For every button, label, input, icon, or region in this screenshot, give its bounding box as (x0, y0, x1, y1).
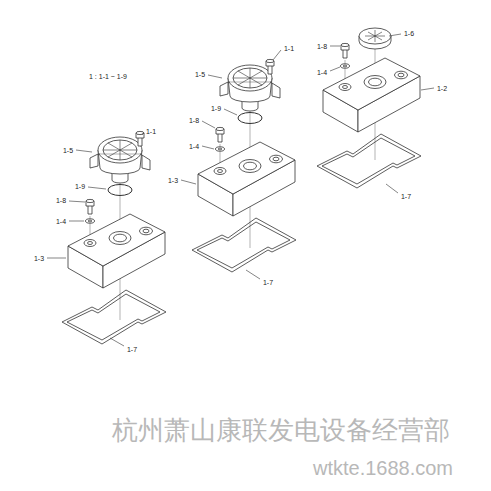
callout-number: 1-8 (317, 43, 327, 50)
callout-number: 1-5 (195, 71, 205, 78)
callout-number: 1-7 (263, 279, 273, 286)
callout-number: 1-3 (168, 177, 178, 184)
scale-note: 1 : 1-1 ~ 1-9 (89, 73, 127, 80)
callout-number: 1-6 (404, 30, 414, 37)
callout-number: 1-8 (189, 117, 199, 124)
callout-number: 1-1 (146, 128, 156, 135)
watermark: wtkte.1688.com (313, 458, 453, 478)
callout-number: 1-7 (127, 346, 137, 353)
callout-number: 1-1 (284, 45, 294, 52)
callout-number: 1-7 (401, 193, 411, 200)
callout-number: 1-9 (75, 183, 85, 190)
callout-number: 1-8 (56, 197, 66, 204)
callout-number: 1-5 (63, 147, 73, 154)
callout-number: 1-3 (34, 255, 44, 262)
callout-number: 1-4 (189, 143, 199, 150)
callout-number: 1-4 (317, 69, 327, 76)
callout-number: 1-2 (437, 85, 447, 92)
watermark: 杭州萧山康联发电设备经营部 (112, 417, 450, 443)
callout-number: 1-9 (211, 105, 221, 112)
callout-number: 1-4 (56, 218, 66, 225)
